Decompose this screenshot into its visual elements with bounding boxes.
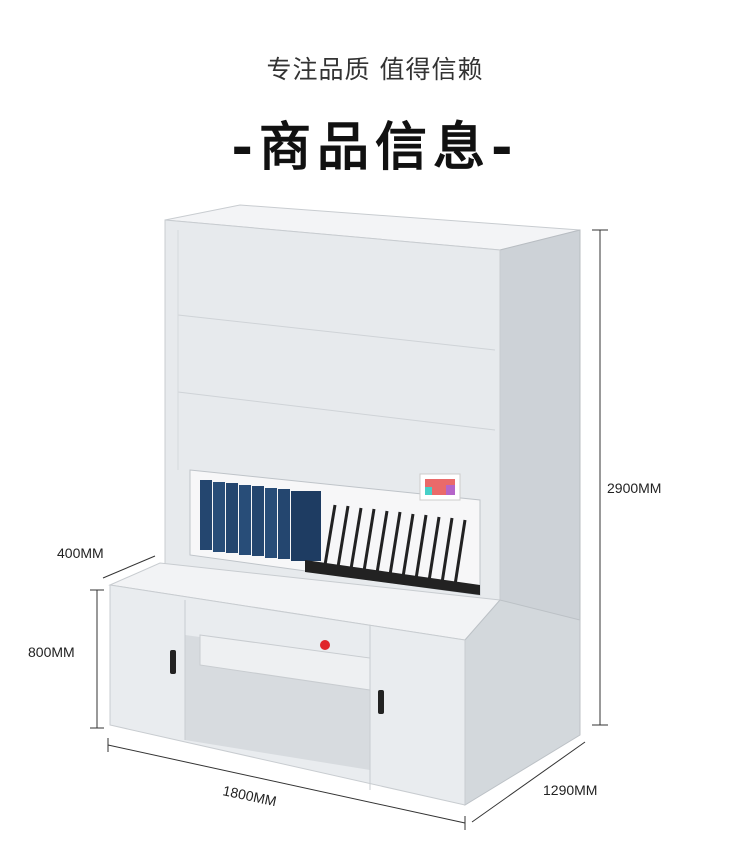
height-label: 2900MM	[607, 480, 661, 496]
desk-depth-label: 400MM	[57, 545, 104, 561]
page-title: -商品信息-	[231, 118, 519, 178]
door-handle-left	[170, 650, 176, 674]
lock-icon	[320, 640, 330, 650]
depth-label: 1290MM	[543, 782, 597, 798]
desk-height-label: 800MM	[28, 644, 75, 660]
slogan: 专注品质 值得信赖	[266, 55, 484, 84]
door-handle-right	[378, 690, 384, 714]
binders	[200, 480, 321, 561]
file-dividers	[323, 504, 467, 586]
width-label: 1800MM	[221, 782, 278, 809]
control-screen	[419, 473, 461, 501]
